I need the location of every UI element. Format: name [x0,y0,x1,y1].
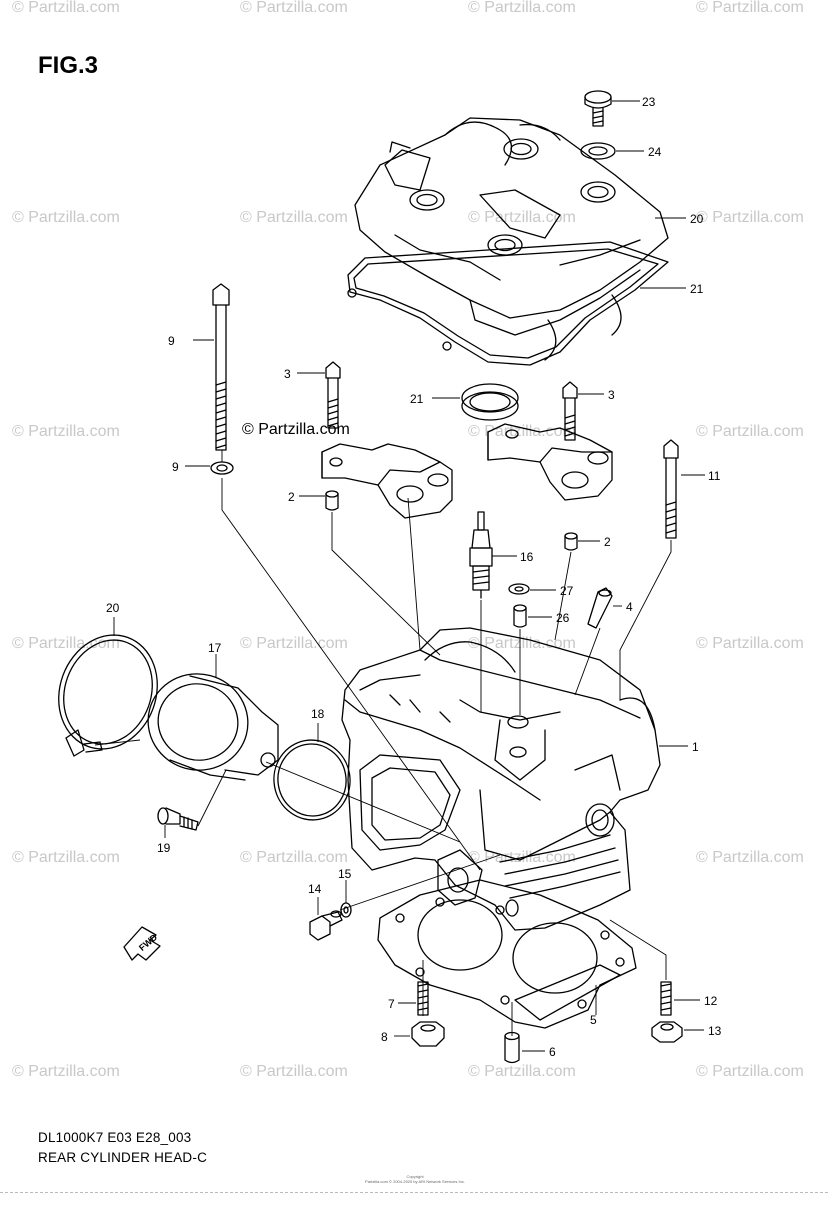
intake-pipe-17 [147,673,279,781]
center-watermark: © Partzilla.com [242,421,350,438]
watermark-text: © Partzilla.com [240,1063,348,1080]
fwd-arrow [123,926,161,961]
callout-14: 14 [308,882,322,896]
figure-title: FIG.3 [38,52,99,79]
washer-25 [580,142,616,160]
stud-bolt-11 [663,439,679,539]
bolt-14 [309,910,343,941]
callout-23: 21 [410,392,424,406]
callout-3b: 3 [608,388,615,402]
washer-27 [508,583,530,595]
callout-5: 5 [590,1013,597,1027]
watermark-text: © Partzilla.com [12,635,120,652]
watermark-text: © Partzilla.com [12,423,120,440]
cylinder-head-gasket-5 [377,879,637,1029]
watermark-text: © Partzilla.com [696,849,804,866]
dowel-pin-2-right [564,532,578,551]
callout-13: 13 [708,1024,722,1038]
cap-bolt-24 [584,90,612,127]
nut-13 [651,1021,683,1043]
stud-4 [587,587,613,629]
callout-27: 27 [560,584,574,598]
callout-11: 11 [708,469,721,483]
dowel-pin-6 [504,1031,520,1064]
leader-lines [113,100,705,1052]
spark-plug-16 [469,511,493,599]
callout-10: 9 [168,334,175,348]
watermark-text: © Partzilla.com [468,0,576,16]
watermark-text: © Partzilla.com [12,209,120,226]
watermark-text: © Partzilla.com [12,0,120,16]
callout-6: 6 [549,1045,556,1059]
assembly-lines [94,450,672,1036]
callout-20: 20 [106,601,120,615]
washer-15 [340,902,352,918]
camshaft-holder-left [321,443,453,519]
callout-2: 2 [288,490,295,504]
callout-15: 15 [338,867,352,881]
screw-19 [157,807,199,831]
bolt-3-right [562,381,578,441]
watermark-text: © Partzilla.com [240,635,348,652]
callout-12: 12 [704,994,718,1008]
nut-8 [411,1021,445,1047]
callout-25: 24 [648,145,662,159]
callout-3: 3 [284,367,291,381]
dowel-pin-2-left [325,490,339,511]
watermark-text: © Partzilla.com [696,635,804,652]
callout-22: 21 [690,282,704,296]
washer-9 [210,461,234,475]
copyright-line1: Copyright [406,1174,424,1179]
watermark-text: © Partzilla.com [696,0,804,16]
watermark-grid: © Partzilla.com © Partzilla.com © Partzi… [12,0,804,1080]
watermark-text: © Partzilla.com [696,1063,804,1080]
watermark-text: © Partzilla.com [240,0,348,16]
copyright-notice: Copyright Partzilla.com © 2004-2020 by A… [330,1174,500,1184]
callout-17: 17 [208,641,222,655]
callout-21: 20 [690,212,704,226]
cover-gasket-22 [347,241,669,366]
callout-19: 19 [157,841,171,855]
copyright-line2: Partzilla.com © 2004-2020 by ARI Network… [365,1179,465,1184]
section-name: REAR CYLINDER HEAD-C [38,1150,208,1165]
watermark-text: © Partzilla.com [696,209,804,226]
watermark-text: © Partzilla.com [12,1063,120,1080]
callout-2b: 2 [604,535,611,549]
seal-ring-23 [461,383,519,421]
callout-4: 4 [626,600,633,614]
callout-labels: 23 24 20 21 9 3 3 21 9 2 11 2 16 27 26 4… [106,95,722,1059]
watermark-text: © Partzilla.com [468,423,576,440]
callout-18: 18 [311,707,325,721]
watermark-text: © Partzilla.com [468,635,576,652]
bolt-3-left [325,361,341,429]
stud-12 [660,981,672,1016]
watermark-text: © Partzilla.com [468,1063,576,1080]
callout-24: 23 [642,95,656,109]
page-bottom-border [0,1192,828,1193]
dowel-pin-26 [513,604,527,628]
watermark-text: © Partzilla.com [240,209,348,226]
watermark-text: © Partzilla.com [696,423,804,440]
callout-16: 16 [520,550,534,564]
cylinder-head-cover-21 [354,117,669,361]
watermark-text: © Partzilla.com [240,849,348,866]
callout-26: 26 [556,611,570,625]
callout-7: 7 [388,997,395,1011]
stud-bolt-10 [212,283,230,451]
model-code: DL1000K7 E03 E28_003 [38,1130,192,1145]
callout-9: 9 [172,460,179,474]
camshaft-holder-right [487,423,613,501]
watermark-text: © Partzilla.com [12,849,120,866]
clamp-20 [58,634,158,757]
cylinder-head-1 [341,627,661,931]
callout-1: 1 [692,740,699,754]
o-ring-18 [273,739,351,821]
callout-8: 8 [381,1030,388,1044]
watermark-text: © Partzilla.com [468,209,576,226]
